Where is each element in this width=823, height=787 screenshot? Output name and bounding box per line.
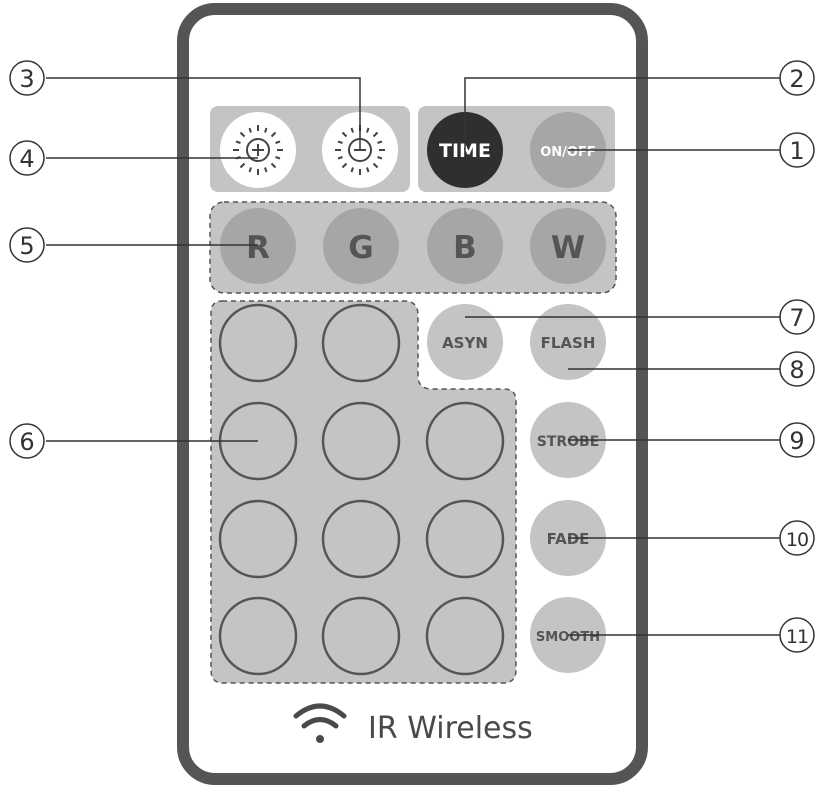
callout-6: 6 [9, 423, 45, 459]
asyn-button[interactable]: ASYN [427, 304, 503, 380]
callout-3-number: 3 [19, 65, 34, 93]
time-button-label: TIME [439, 140, 491, 162]
callout-11: 11 [779, 617, 815, 653]
callout-4: 4 [9, 140, 45, 176]
callout-lines [46, 77, 780, 636]
fade-button-label: FADE [547, 530, 590, 548]
color-grid-button[interactable] [321, 499, 401, 579]
callout-7-number: 7 [789, 304, 804, 332]
strobe-button-label: STROBE [537, 434, 600, 450]
callout-5: 5 [9, 227, 45, 263]
color-grid-button[interactable] [321, 596, 401, 676]
blue-button[interactable]: B [427, 208, 503, 284]
on-off-button-label: ON/OFF [540, 145, 596, 160]
flash-button[interactable]: FLASH [530, 304, 606, 380]
color-grid-button[interactable] [321, 401, 401, 481]
callout-2-number: 2 [789, 65, 804, 93]
callout-1: 1 [779, 132, 815, 168]
red-button[interactable]: R [220, 208, 296, 284]
blue-button-label: B [453, 230, 477, 266]
callout-10: 10 [779, 520, 815, 556]
callout-7: 7 [779, 299, 815, 335]
callout-line-2 [464, 77, 780, 150]
red-button-label: R [246, 230, 270, 266]
brightness-down-icon [335, 125, 385, 175]
green-button-label: G [348, 230, 373, 266]
callout-10-number: 10 [786, 529, 808, 551]
callout-8-number: 8 [789, 356, 804, 384]
callout-5-number: 5 [19, 232, 34, 260]
white-button[interactable]: W [530, 208, 606, 284]
color-grid-button[interactable] [218, 596, 298, 676]
green-button[interactable]: G [323, 208, 399, 284]
color-panel [209, 201, 617, 294]
callout-11-number: 11 [786, 626, 808, 648]
white-button-label: W [551, 230, 585, 266]
callout-3: 3 [9, 60, 45, 96]
color-grid-button[interactable] [425, 499, 505, 579]
callout-line-3 [46, 77, 361, 150]
wifi-icon [293, 703, 347, 743]
color-grid-button[interactable] [218, 499, 298, 579]
callout-9-number: 9 [789, 427, 804, 455]
callout-6-number: 6 [19, 428, 34, 456]
asyn-button-label: ASYN [442, 334, 488, 352]
custom-button-panel [210, 300, 517, 684]
ir-wireless-label: IR Wireless [368, 711, 533, 746]
callout-2: 2 [779, 60, 815, 96]
flash-button-label: FLASH [541, 334, 596, 352]
callout-8: 8 [779, 351, 815, 387]
color-grid-button[interactable] [218, 303, 298, 383]
color-grid-button[interactable] [425, 596, 505, 676]
callout-1-number: 1 [789, 137, 804, 165]
brightness-up-button[interactable] [220, 112, 296, 188]
color-grid-button[interactable] [425, 401, 505, 481]
smooth-button-label: SMOOTH [536, 630, 600, 645]
callout-9: 9 [779, 422, 815, 458]
callout-4-number: 4 [19, 145, 34, 173]
color-grid-button[interactable] [321, 303, 401, 383]
